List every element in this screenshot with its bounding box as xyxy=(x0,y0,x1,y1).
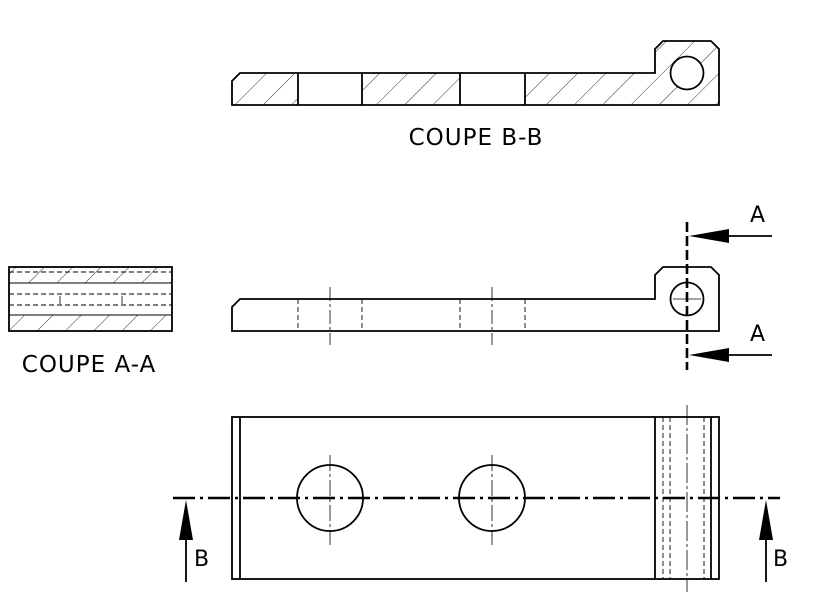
marker-a-top: A xyxy=(750,203,765,228)
marker-b-right: B xyxy=(773,547,788,572)
aa-outline xyxy=(8,266,173,332)
section-view-bb: COUPE B-B xyxy=(231,40,720,151)
section-bb-title: COUPE B-B xyxy=(409,125,544,151)
marker-b-left: B xyxy=(194,547,209,572)
bb-pin-hole xyxy=(669,55,705,91)
section-view-aa: COUPE A-A xyxy=(8,266,173,378)
top-view: B B xyxy=(173,405,788,592)
arrow-b-right-head xyxy=(759,500,773,540)
arrow-a-bottom-head xyxy=(689,348,729,362)
front-outline xyxy=(231,266,720,332)
arrow-a-top-head xyxy=(689,229,729,243)
aa-hatch-top xyxy=(9,267,172,283)
arrow-b-left-head xyxy=(179,500,193,540)
bb-hatch-middle xyxy=(362,73,460,105)
bb-outline xyxy=(231,40,720,106)
aa-hatch-bottom xyxy=(9,315,172,331)
marker-a-bottom: A xyxy=(750,322,765,347)
front-view: A A xyxy=(231,203,772,370)
bb-hatch-left xyxy=(232,73,298,105)
section-aa-title: COUPE A-A xyxy=(22,352,156,378)
